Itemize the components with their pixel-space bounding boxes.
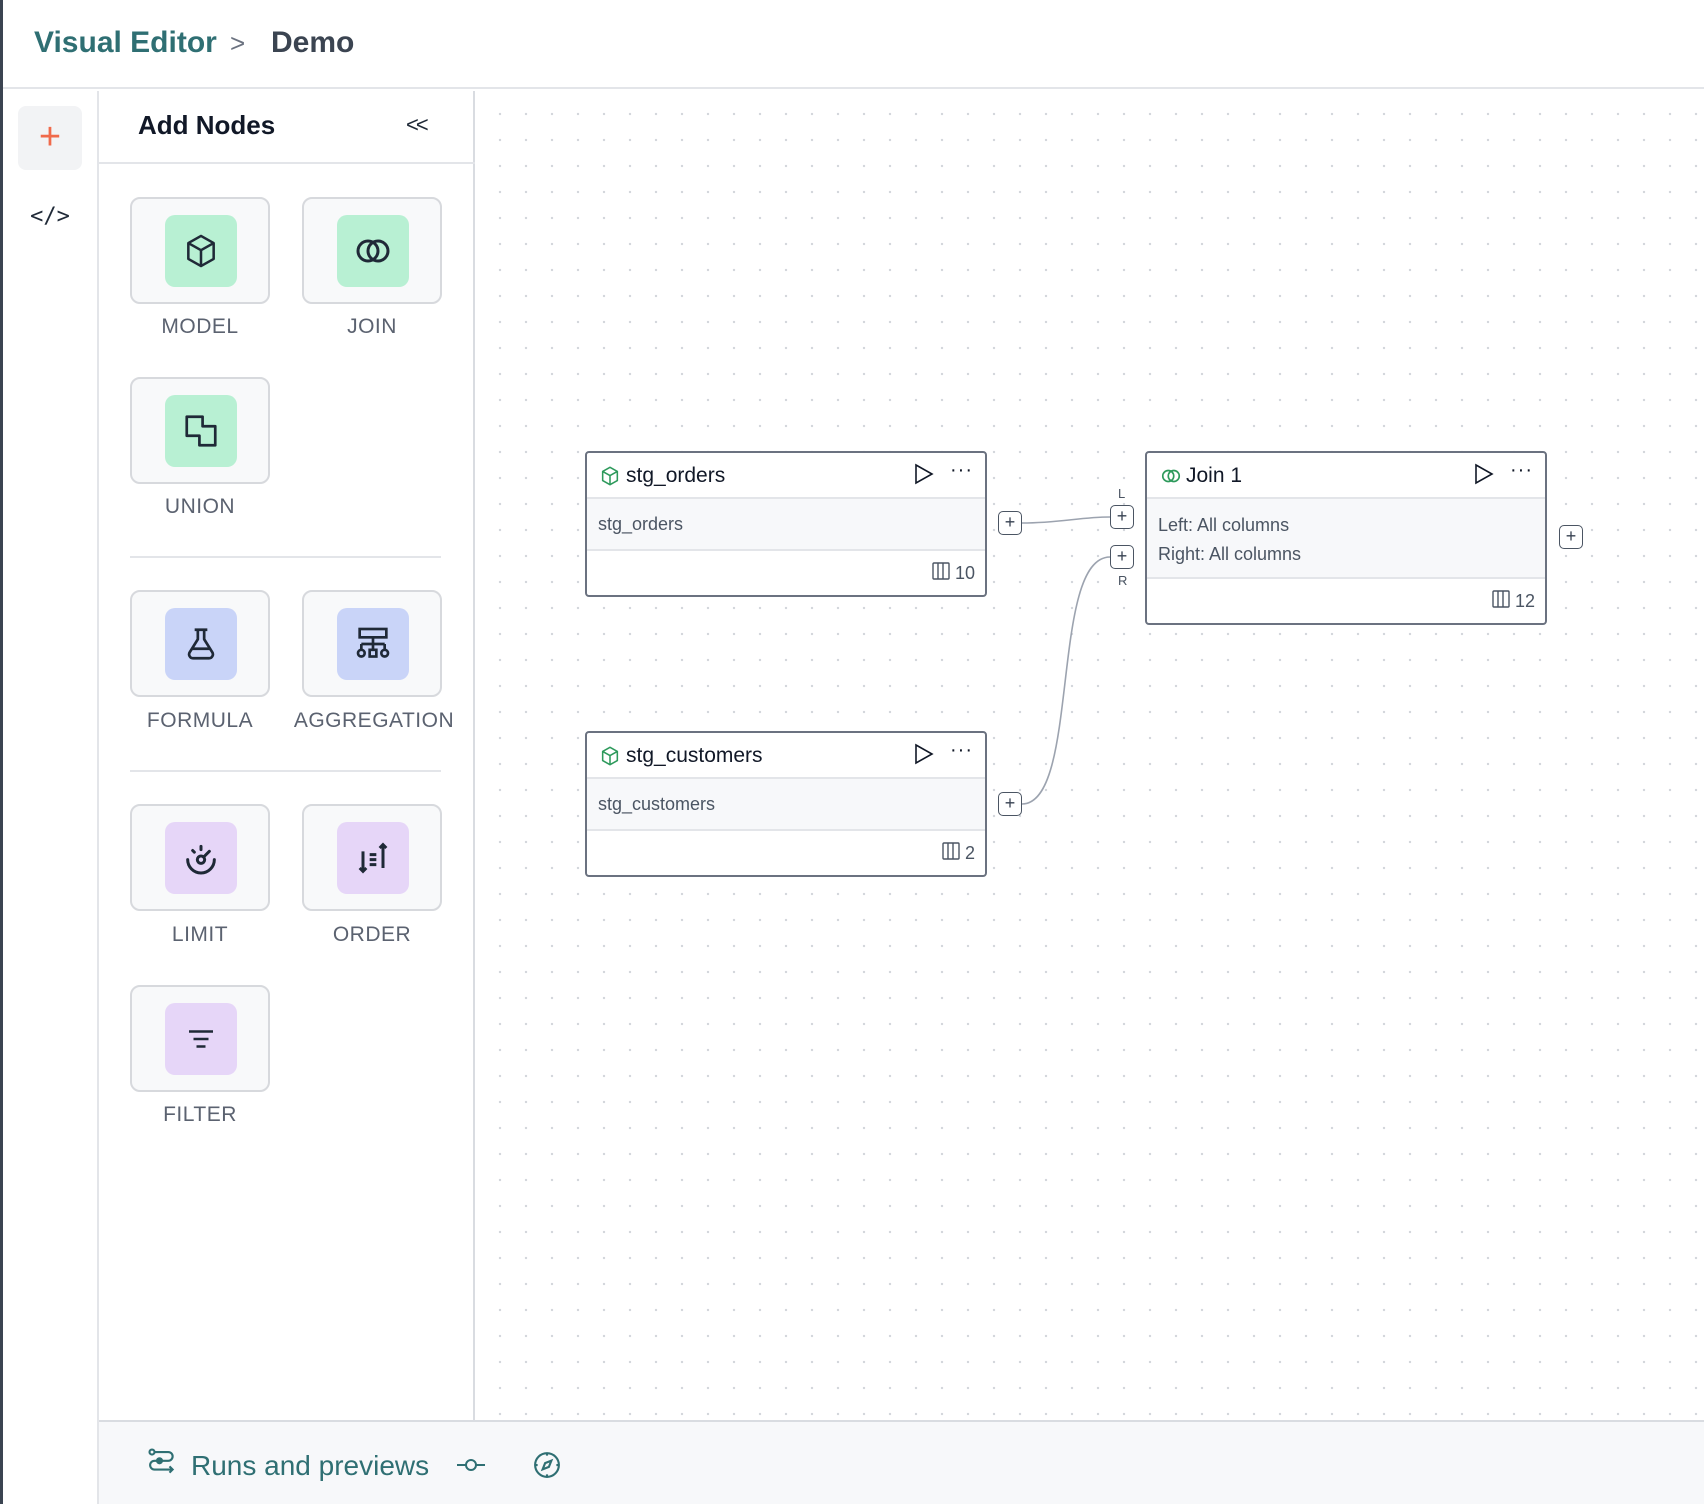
input-port-left[interactable]: + bbox=[1110, 505, 1134, 529]
breadcrumb-visual-editor[interactable]: Visual Editor bbox=[34, 26, 217, 59]
node-tile-aggregation[interactable] bbox=[302, 590, 442, 697]
divider bbox=[130, 770, 441, 772]
node-title: stg_customers bbox=[626, 744, 763, 767]
node-tile-label: FILTER bbox=[163, 1103, 237, 1126]
node-tile-union[interactable] bbox=[130, 377, 270, 484]
more-options-button[interactable]: ··· bbox=[950, 459, 973, 481]
hierarchy-icon bbox=[337, 608, 409, 680]
collapse-panel-button[interactable]: << bbox=[406, 112, 429, 137]
node-title: stg_orders bbox=[626, 464, 726, 487]
bottom-bar bbox=[99, 1420, 1704, 1504]
add-nodes-panel bbox=[99, 91, 475, 1420]
output-port-stg-orders[interactable]: + bbox=[998, 511, 1022, 535]
run-icon[interactable] bbox=[913, 462, 935, 491]
add-nodes-button[interactable]: + bbox=[18, 106, 82, 170]
more-options-button[interactable]: ··· bbox=[1510, 459, 1533, 481]
run-icon[interactable] bbox=[1473, 462, 1495, 491]
edge-customers-to-join bbox=[1021, 556, 1111, 805]
join-icon bbox=[337, 215, 409, 287]
gauge-icon bbox=[165, 822, 237, 894]
run-icon[interactable] bbox=[913, 742, 935, 771]
node-tile-formula[interactable] bbox=[130, 590, 270, 697]
breadcrumb-current: Demo bbox=[271, 26, 355, 59]
port-label-right: R bbox=[1118, 573, 1128, 588]
node-body-text: stg_orders bbox=[598, 514, 684, 534]
node-tile-model[interactable] bbox=[130, 197, 270, 304]
flask-icon bbox=[165, 608, 237, 680]
node-tile-limit[interactable] bbox=[130, 804, 270, 911]
node-tile-order[interactable] bbox=[302, 804, 442, 911]
node-tile-label: MODEL bbox=[161, 315, 239, 338]
node-tile-label: JOIN bbox=[347, 315, 397, 338]
cube-icon bbox=[599, 465, 621, 492]
join-left-text: Left: All columns bbox=[1158, 515, 1290, 535]
left-rail bbox=[3, 91, 99, 1504]
plus-icon: + bbox=[38, 116, 62, 158]
columns-icon bbox=[942, 841, 960, 866]
node-tile-label: AGGREGATION bbox=[293, 709, 455, 732]
node-tile-filter[interactable] bbox=[130, 985, 270, 1092]
filter-lines-icon bbox=[165, 1003, 237, 1075]
port-label-left: L bbox=[1118, 486, 1126, 501]
node-tile-label: UNION bbox=[164, 495, 236, 518]
join-right-text: Right: All columns bbox=[1158, 544, 1302, 564]
input-port-right[interactable]: + bbox=[1110, 545, 1134, 569]
output-port-stg-customers[interactable]: + bbox=[998, 792, 1022, 816]
node-tile-join[interactable] bbox=[302, 197, 442, 304]
sort-icon bbox=[337, 822, 409, 894]
window-edge bbox=[0, 0, 3, 1504]
node-title: Join 1 bbox=[1186, 464, 1243, 487]
join-icon bbox=[1159, 465, 1183, 492]
more-options-button[interactable]: ··· bbox=[950, 739, 973, 761]
node-tile-label: FORMULA bbox=[146, 709, 254, 732]
cube-icon bbox=[165, 215, 237, 287]
panel-header bbox=[99, 91, 475, 164]
divider bbox=[130, 556, 441, 558]
code-icon: </> bbox=[30, 204, 70, 229]
commit-icon[interactable] bbox=[455, 1451, 487, 1484]
panel-title: Add Nodes bbox=[138, 110, 276, 140]
output-port-join-1[interactable]: + bbox=[1559, 525, 1583, 549]
canvas-node-stg-orders[interactable]: stg_orders ··· stg_orders 10 bbox=[585, 451, 987, 597]
code-view-button[interactable]: </> bbox=[30, 204, 70, 234]
node-tile-label: ORDER bbox=[332, 923, 412, 946]
edge-orders-to-join bbox=[1021, 516, 1111, 524]
column-count: 10 bbox=[954, 563, 975, 583]
flow-canvas[interactable] bbox=[477, 91, 1704, 1420]
union-icon bbox=[165, 395, 237, 467]
node-body-text: stg_customers bbox=[598, 794, 716, 814]
breadcrumb-separator: > bbox=[230, 28, 246, 58]
runs-label: Runs and previews bbox=[191, 1449, 430, 1481]
node-tile-label: LIMIT bbox=[171, 923, 229, 946]
compass-icon[interactable] bbox=[532, 1450, 562, 1485]
cube-icon bbox=[599, 745, 621, 772]
header bbox=[3, 0, 1704, 89]
canvas-node-stg-customers[interactable]: stg_customers ··· stg_customers 2 bbox=[585, 731, 987, 877]
runs-icon bbox=[147, 1447, 177, 1484]
column-count: 2 bbox=[964, 843, 975, 863]
column-count: 12 bbox=[1514, 591, 1535, 611]
runs-and-previews-button[interactable]: Runs and previews bbox=[147, 1447, 429, 1484]
columns-icon bbox=[932, 561, 950, 586]
columns-icon bbox=[1492, 589, 1510, 614]
